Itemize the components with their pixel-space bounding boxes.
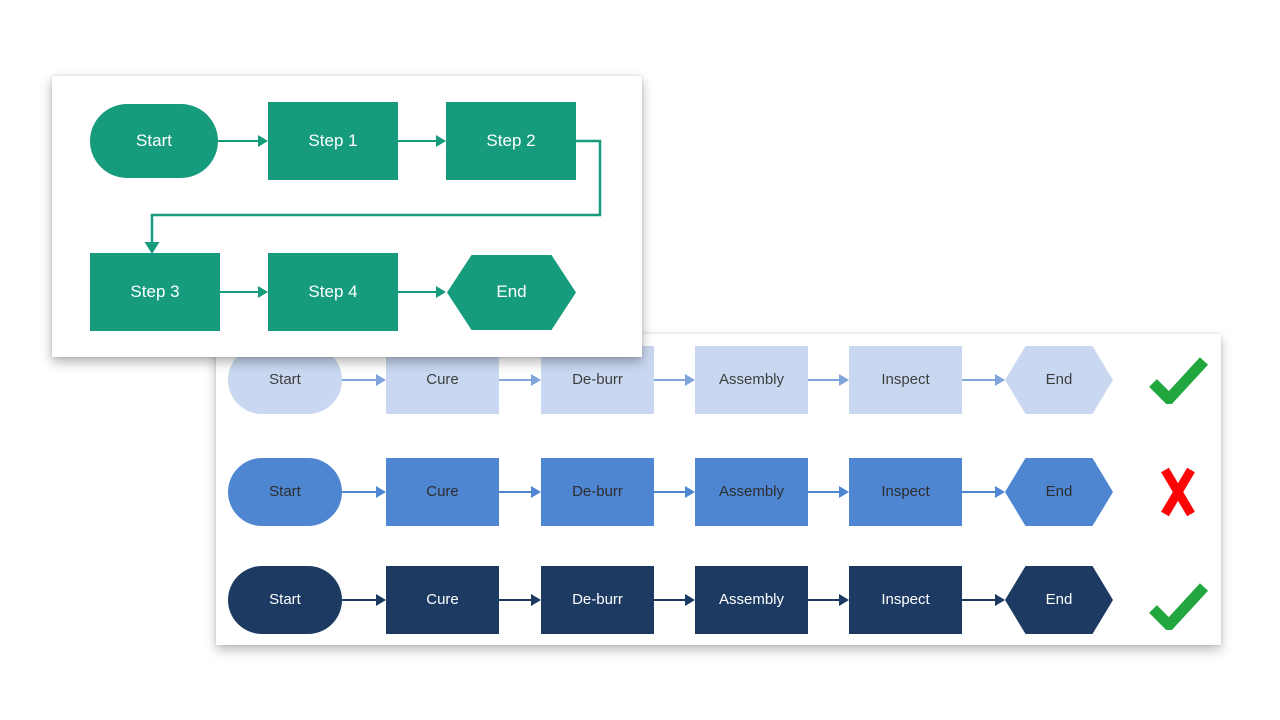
arrow-connector xyxy=(808,593,849,606)
arrow-connector xyxy=(654,485,695,498)
arrow-connector xyxy=(342,373,386,386)
node-end: End xyxy=(447,255,576,330)
arrow-connector xyxy=(499,373,541,386)
node-cure: Cure xyxy=(386,458,499,526)
arrow-connector xyxy=(398,285,446,298)
node-step-3: Step 3 xyxy=(90,253,220,331)
node-start: Start xyxy=(228,346,342,414)
node-step-1: Step 1 xyxy=(268,102,398,180)
node-step-4: Step 4 xyxy=(268,253,398,331)
node-end: End xyxy=(1005,566,1113,634)
node-start: Start xyxy=(90,104,218,178)
elbow-arrow-connector xyxy=(144,139,602,254)
comparison-panel: Start Cure De-burr Assembly Inspect End … xyxy=(216,334,1221,645)
cross-icon xyxy=(1158,465,1198,519)
node-assembly: Assembly xyxy=(695,458,808,526)
arrow-connector xyxy=(220,285,268,298)
arrow-connector xyxy=(654,593,695,606)
node-start: Start xyxy=(228,458,342,526)
arrow-connector xyxy=(808,485,849,498)
node-de-burr: De-burr xyxy=(541,346,654,414)
arrow-connector xyxy=(398,134,446,147)
node-inspect: Inspect xyxy=(849,566,962,634)
arrow-connector xyxy=(654,373,695,386)
node-start: Start xyxy=(228,566,342,634)
node-inspect: Inspect xyxy=(849,346,962,414)
arrow-connector xyxy=(499,593,541,606)
node-cure: Cure xyxy=(386,566,499,634)
arrow-connector xyxy=(962,485,1005,498)
node-de-burr: De-burr xyxy=(541,566,654,634)
node-step-2: Step 2 xyxy=(446,102,576,180)
node-end: End xyxy=(1005,346,1113,414)
simple-flowchart-panel: Start Step 1 Step 2 Step 3 Step 4 End xyxy=(52,76,642,357)
node-cure: Cure xyxy=(386,346,499,414)
flow-row-medium-blue: Start Cure De-burr Assembly Inspect End xyxy=(216,458,1221,526)
arrow-connector xyxy=(962,373,1005,386)
arrow-connector xyxy=(218,134,268,147)
node-assembly: Assembly xyxy=(695,346,808,414)
arrow-connector xyxy=(342,485,386,498)
node-end: End xyxy=(1005,458,1113,526)
arrow-connector xyxy=(962,593,1005,606)
checkmark-icon xyxy=(1148,356,1210,404)
flow-row-light-blue: Start Cure De-burr Assembly Inspect End xyxy=(216,346,1221,414)
checkmark-icon xyxy=(1148,582,1210,630)
flow-row-dark-navy: Start Cure De-burr Assembly Inspect End xyxy=(216,566,1221,634)
arrow-connector xyxy=(342,593,386,606)
node-inspect: Inspect xyxy=(849,458,962,526)
arrow-connector xyxy=(499,485,541,498)
node-de-burr: De-burr xyxy=(541,458,654,526)
arrow-connector xyxy=(808,373,849,386)
node-assembly: Assembly xyxy=(695,566,808,634)
